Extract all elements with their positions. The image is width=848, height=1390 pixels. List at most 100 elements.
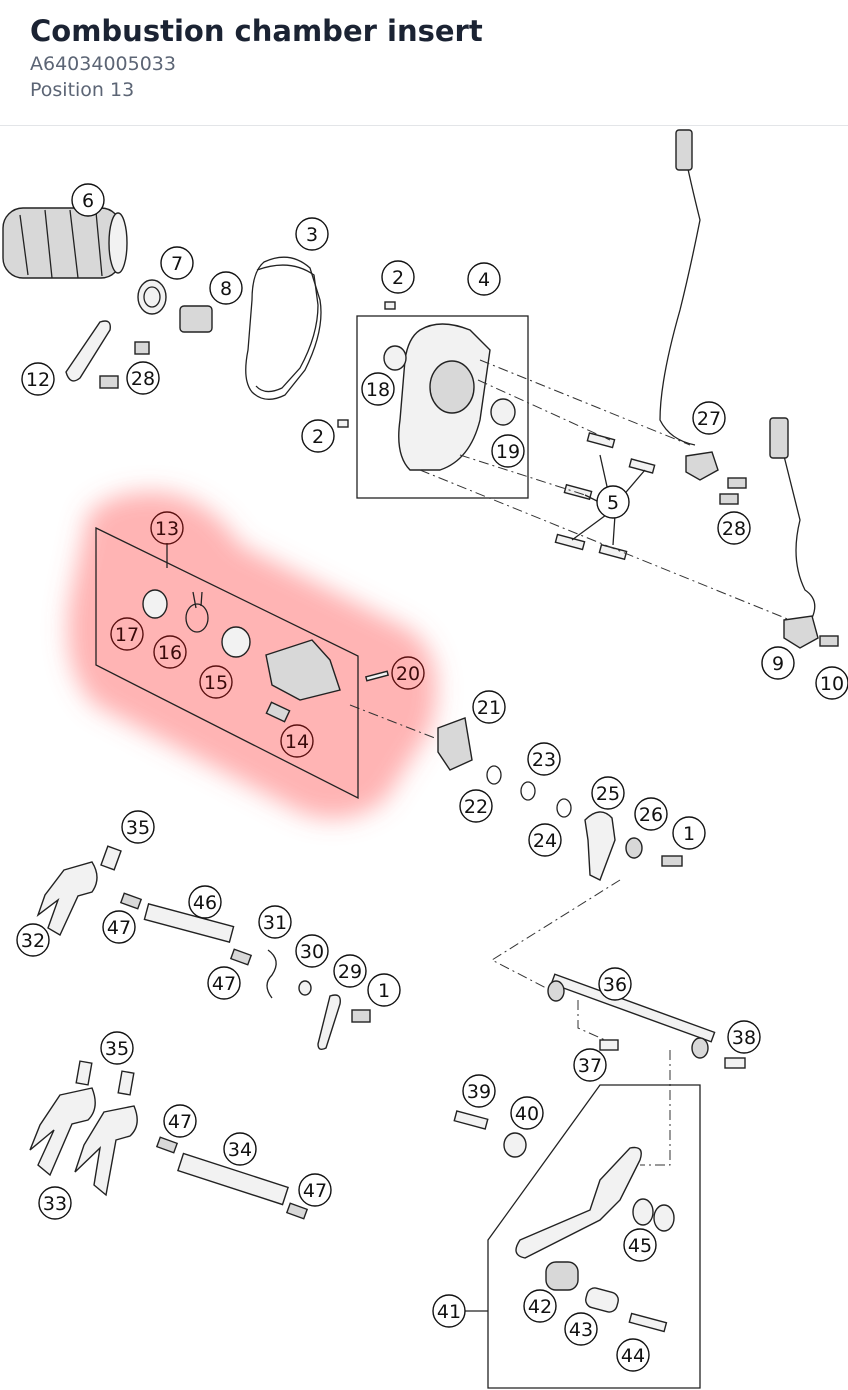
callout-30[interactable]: 30 bbox=[295, 934, 329, 968]
callout-34[interactable]: 34 bbox=[223, 1132, 257, 1166]
callout-28[interactable]: 28 bbox=[717, 511, 751, 545]
callout-10[interactable]: 10 bbox=[815, 666, 848, 700]
retainer-disc-part bbox=[221, 626, 251, 658]
callout-label: 45 bbox=[628, 1235, 652, 1257]
callout-circle bbox=[591, 776, 625, 810]
spring-part bbox=[229, 948, 253, 966]
callout-4[interactable]: 4 bbox=[467, 262, 501, 296]
callout-label: 47 bbox=[168, 1111, 192, 1133]
washer-part bbox=[298, 980, 312, 996]
callout-19[interactable]: 19 bbox=[491, 434, 525, 468]
callout-circle bbox=[102, 910, 136, 944]
callout-28[interactable]: 28 bbox=[126, 361, 160, 395]
shift-drum-part bbox=[2, 207, 128, 279]
callout-39[interactable]: 39 bbox=[462, 1074, 496, 1108]
centerline bbox=[459, 454, 586, 496]
callout-3[interactable]: 3 bbox=[295, 217, 329, 251]
callout-label: 33 bbox=[43, 1193, 67, 1215]
callout-27[interactable]: 27 bbox=[692, 401, 726, 435]
callout-5[interactable]: 5 bbox=[596, 485, 630, 519]
callout-circle bbox=[367, 973, 401, 1007]
callout-circle bbox=[596, 485, 630, 519]
callout-42[interactable]: 42 bbox=[523, 1289, 557, 1323]
callout-37[interactable]: 37 bbox=[573, 1048, 607, 1082]
callout-6[interactable]: 6 bbox=[71, 183, 105, 217]
callout-label: 39 bbox=[467, 1081, 491, 1103]
centerline bbox=[419, 469, 791, 621]
callout-46[interactable]: 46 bbox=[188, 885, 222, 919]
callout-32[interactable]: 32 bbox=[16, 923, 50, 957]
callout-8[interactable]: 8 bbox=[209, 271, 243, 305]
callout-label: 20 bbox=[396, 663, 420, 685]
callout-12[interactable]: 12 bbox=[21, 362, 55, 396]
callout-35[interactable]: 35 bbox=[121, 810, 155, 844]
callout-18[interactable]: 18 bbox=[361, 372, 395, 406]
callout-14[interactable]: 14 bbox=[280, 724, 314, 758]
callout-9[interactable]: 9 bbox=[761, 646, 795, 680]
callout-circle bbox=[462, 1074, 496, 1108]
callout-2[interactable]: 2 bbox=[301, 419, 335, 453]
callout-17[interactable]: 17 bbox=[110, 617, 144, 651]
shift-fork-part bbox=[36, 861, 98, 936]
callout-circle bbox=[71, 183, 105, 217]
callout-label: 2 bbox=[312, 426, 324, 448]
callout-24[interactable]: 24 bbox=[528, 823, 562, 857]
callout-23[interactable]: 23 bbox=[527, 742, 561, 776]
callout-47[interactable]: 47 bbox=[298, 1173, 332, 1207]
joint-part bbox=[691, 1037, 709, 1059]
bolt-set-part bbox=[554, 432, 656, 561]
callout-label: 15 bbox=[204, 672, 228, 694]
callout-15[interactable]: 15 bbox=[199, 665, 233, 699]
callout-36[interactable]: 36 bbox=[598, 967, 632, 1001]
callout-label: 18 bbox=[366, 379, 390, 401]
callout-43[interactable]: 43 bbox=[564, 1312, 598, 1346]
callout-circle bbox=[258, 905, 292, 939]
callout-label: 21 bbox=[477, 697, 501, 719]
harness-wire bbox=[659, 149, 701, 446]
callout-33[interactable]: 33 bbox=[38, 1186, 72, 1220]
callout-45[interactable]: 45 bbox=[623, 1228, 657, 1262]
callout-31[interactable]: 31 bbox=[258, 905, 292, 939]
callout-13[interactable]: 13 bbox=[150, 511, 184, 545]
callout-1[interactable]: 1 bbox=[672, 816, 706, 850]
callout-circle bbox=[160, 246, 194, 280]
callout-2[interactable]: 2 bbox=[381, 260, 415, 294]
callout-40[interactable]: 40 bbox=[510, 1096, 544, 1130]
callout-circle bbox=[761, 646, 795, 680]
callout-47[interactable]: 47 bbox=[163, 1104, 197, 1138]
callout-20[interactable]: 20 bbox=[391, 656, 425, 690]
callout-41[interactable]: 41 bbox=[432, 1294, 466, 1328]
callout-1[interactable]: 1 bbox=[367, 973, 401, 1007]
callout-44[interactable]: 44 bbox=[616, 1338, 650, 1372]
insert-group-frame bbox=[95, 526, 359, 800]
callout-29[interactable]: 29 bbox=[333, 954, 367, 988]
callout-47[interactable]: 47 bbox=[102, 910, 136, 944]
callout-circle bbox=[280, 724, 314, 758]
pin-part bbox=[364, 670, 390, 682]
callout-47[interactable]: 47 bbox=[207, 966, 241, 1000]
callout-7[interactable]: 7 bbox=[160, 246, 194, 280]
callout-circle bbox=[38, 1186, 72, 1220]
callout-25[interactable]: 25 bbox=[591, 776, 625, 810]
spring-part bbox=[265, 701, 291, 723]
callout-label: 30 bbox=[300, 941, 324, 963]
callout-38[interactable]: 38 bbox=[727, 1020, 761, 1054]
callout-22[interactable]: 22 bbox=[459, 789, 493, 823]
callout-label: 47 bbox=[303, 1180, 327, 1202]
spring-part bbox=[155, 1136, 179, 1154]
callout-16[interactable]: 16 bbox=[153, 635, 187, 669]
callout-circle bbox=[153, 635, 187, 669]
callout-label: 14 bbox=[285, 731, 309, 753]
callout-21[interactable]: 21 bbox=[472, 690, 506, 724]
bolt-part bbox=[628, 1312, 668, 1333]
callout-circle bbox=[295, 934, 329, 968]
gasket-part bbox=[245, 256, 322, 400]
seal-part bbox=[490, 398, 516, 426]
callout-circle bbox=[459, 789, 493, 823]
callout-label: 47 bbox=[212, 973, 236, 995]
callout-label: 5 bbox=[607, 492, 619, 514]
callout-35[interactable]: 35 bbox=[100, 1031, 134, 1065]
part-number: A64034005033 bbox=[30, 53, 176, 75]
callout-26[interactable]: 26 bbox=[634, 797, 668, 831]
